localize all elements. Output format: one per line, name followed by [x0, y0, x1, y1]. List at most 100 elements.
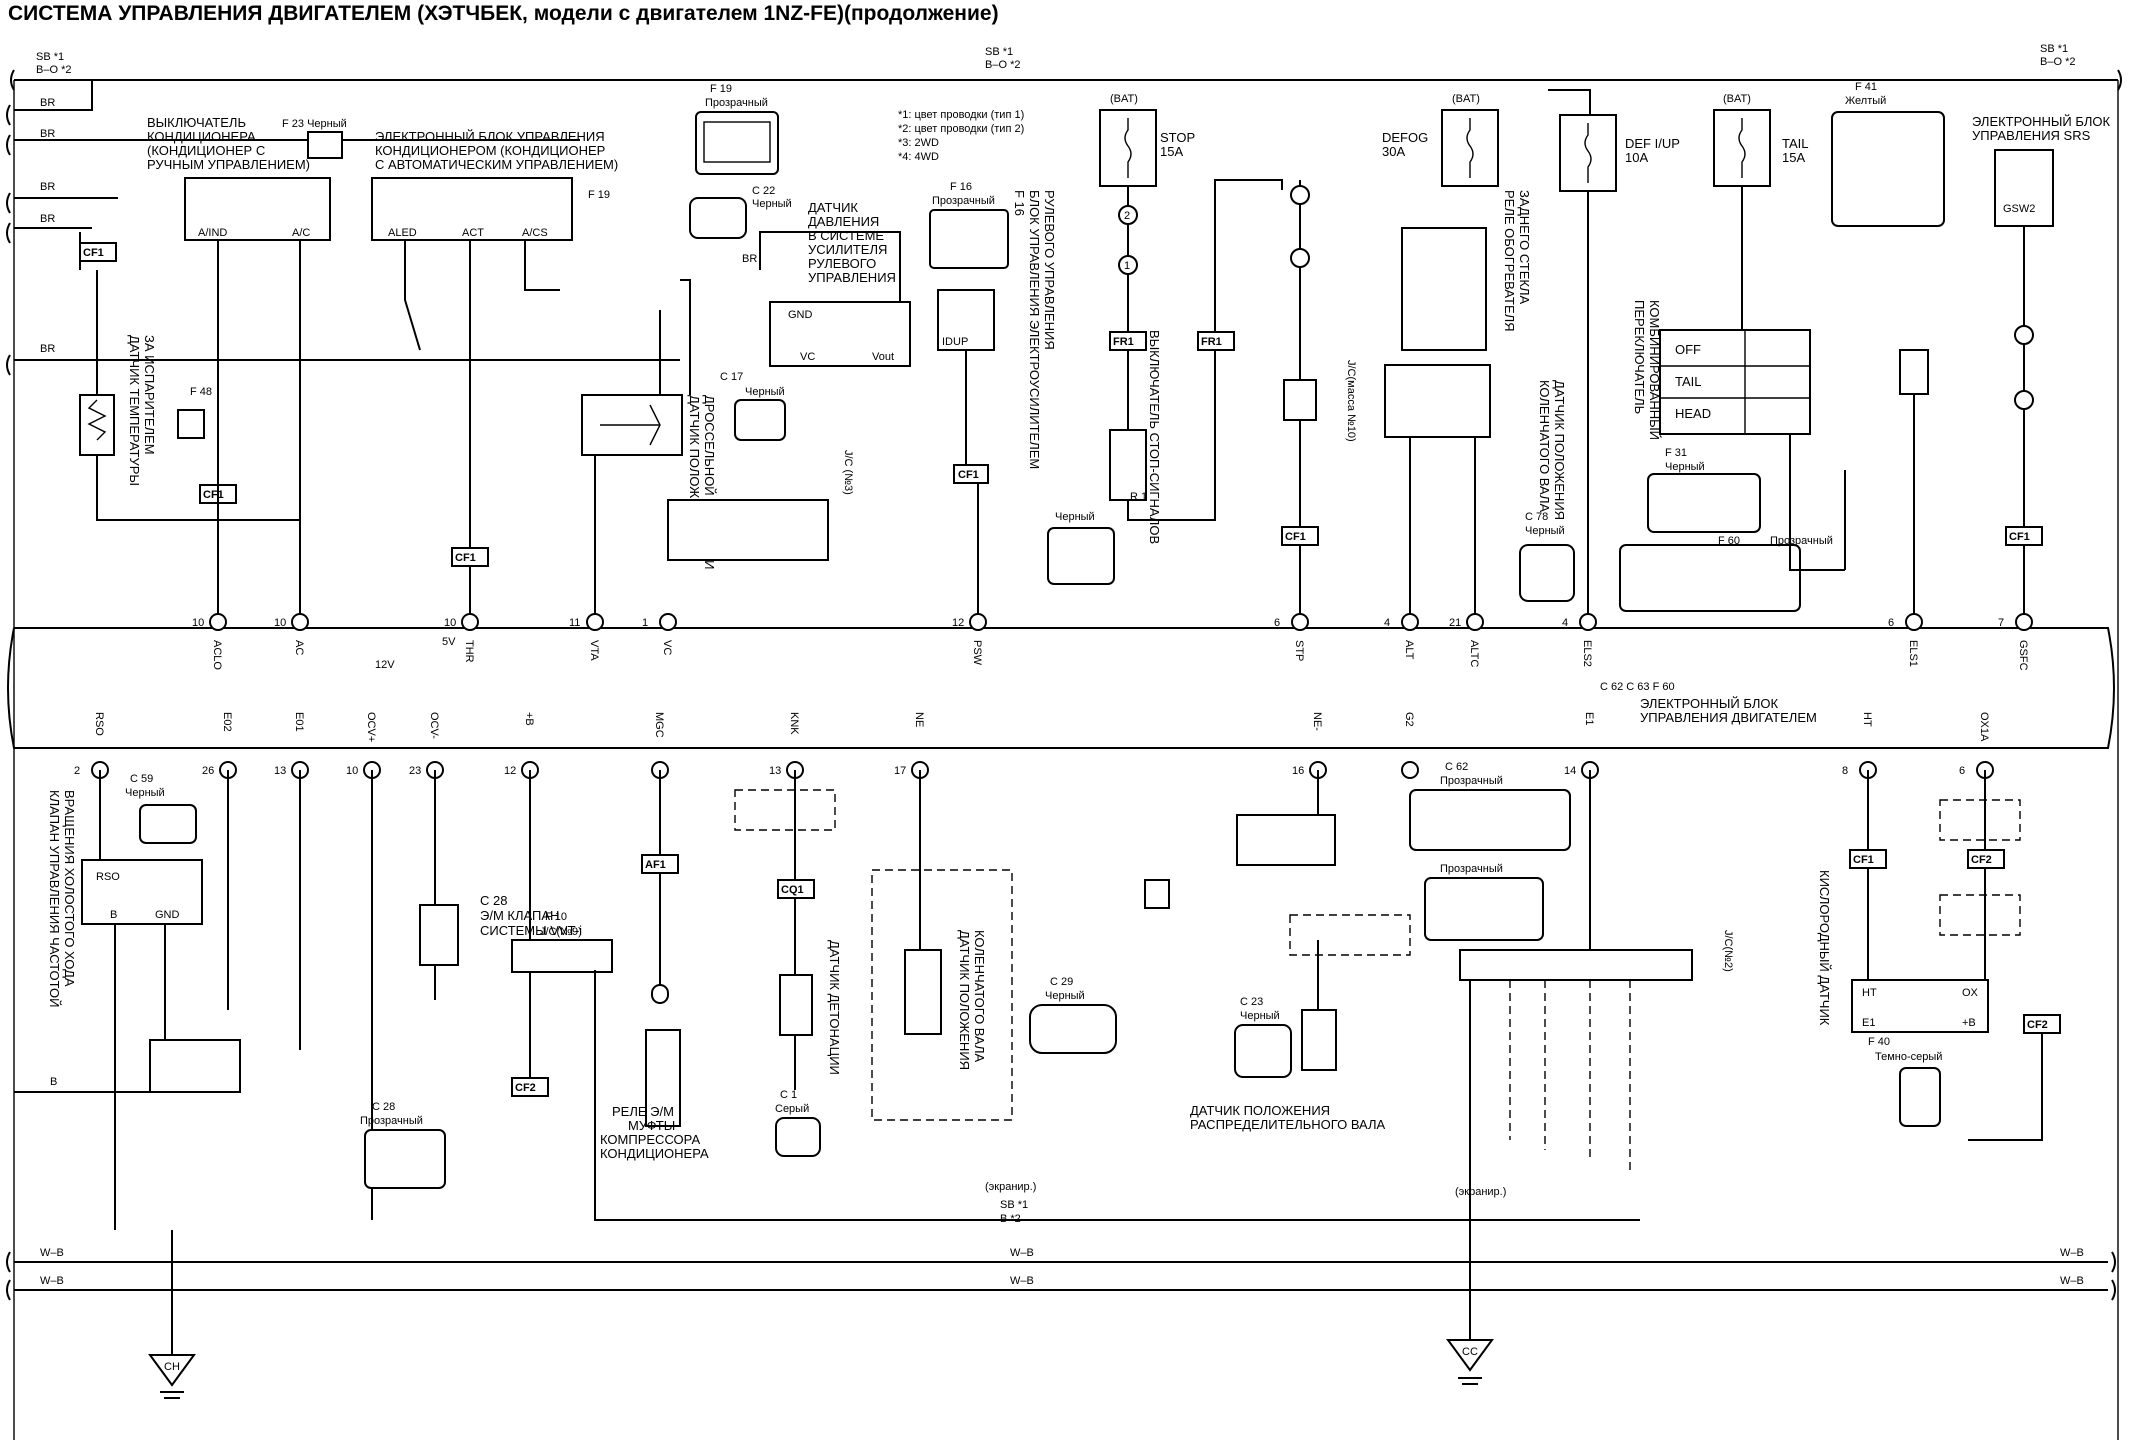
svg-text:HT: HT [1861, 712, 1873, 727]
svg-text:ЭЛЕКТРОННЫЙ БЛОК УПРАВЛЕНИЯ: ЭЛЕКТРОННЫЙ БЛОК УПРАВЛЕНИЯ [375, 129, 605, 144]
svg-text:E01: E01 [293, 712, 305, 732]
svg-text:SB *1: SB *1 [1000, 1199, 1028, 1211]
legend-2: *2: цвет проводки (тип 2) [898, 123, 1024, 135]
svg-text:F 19: F 19 [588, 189, 610, 201]
svg-text:ДАТЧИК ПОЛОЖЕНИЯ: ДАТЧИК ПОЛОЖЕНИЯ [1552, 380, 1567, 520]
svg-text:Черный: Черный [1240, 1010, 1280, 1022]
svg-text:ЗАДНЕГО СТЕКЛА: ЗАДНЕГО СТЕКЛА [1517, 190, 1532, 305]
svg-text:E02: E02 [221, 712, 233, 732]
svg-text:1: 1 [642, 617, 648, 629]
svg-text:BR: BR [40, 343, 55, 355]
svg-text:FR1: FR1 [1201, 336, 1222, 348]
svg-text:GND: GND [155, 909, 180, 921]
svg-text:11: 11 [569, 617, 580, 629]
svg-text:W–B: W–B [40, 1247, 64, 1259]
svg-text:2: 2 [74, 765, 80, 777]
svg-text:ПЕРЕКЛЮЧАТЕЛЬ: ПЕРЕКЛЮЧАТЕЛЬ [1632, 300, 1647, 414]
svg-text:C 1: C 1 [780, 1089, 797, 1101]
tail-combo: (BAT) TAIL 15A OFF TAIL HEAD F 31 Черный… [1619, 93, 1846, 612]
svg-text:Vout: Vout [872, 351, 894, 363]
svg-text:HT: HT [1862, 987, 1877, 999]
svg-text:F 23 Черный: F 23 Черный [282, 118, 347, 130]
svg-text:AF1: AF1 [645, 859, 666, 871]
svg-text:МУФТЫ: МУФТЫ [628, 1118, 675, 1133]
svg-text:УПРАВЛЕНИЯ SRS: УПРАВЛЕНИЯ SRS [1972, 128, 2091, 143]
svg-text:Серый: Серый [775, 1103, 809, 1115]
svg-text:NE: NE [913, 712, 925, 727]
svg-text:РУЧНЫМ УПРАВЛЕНИЕМ): РУЧНЫМ УПРАВЛЕНИЕМ) [147, 157, 310, 172]
svg-text:CH: CH [164, 1361, 180, 1373]
svg-text:+B: +B [1962, 1017, 1976, 1029]
ecu-label-1: ЭЛЕКТРОННЫЙ БЛОК [1640, 696, 1779, 711]
svg-text:15A: 15A [1160, 144, 1183, 159]
vvt: C 28 Э/М КЛАПАН СИСТЕМЫ VVT-i C 28 Прозр… [360, 770, 613, 1220]
stp-column: CF1 J/C(масса №10) [1281, 180, 1357, 615]
svg-text:ELS1: ELS1 [1907, 640, 1919, 667]
svg-text:8: 8 [1842, 765, 1848, 777]
svg-text:E1: E1 [1862, 1017, 1875, 1029]
svg-text:7: 7 [1998, 617, 2004, 629]
svg-text:B: B [50, 1076, 57, 1088]
legend: *1: цвет проводки (тип 1) *2: цвет прово… [898, 109, 1024, 163]
svg-text:C 22: C 22 [752, 185, 775, 197]
svg-text:10: 10 [346, 765, 358, 777]
svg-text:KNK: KNK [788, 712, 800, 735]
svg-text:ДАТЧИК ДЕТОНАЦИИ: ДАТЧИК ДЕТОНАЦИИ [827, 940, 842, 1075]
ground-cc: CC [1446, 1335, 1494, 1385]
ac-ecu: ЭЛЕКТРОННЫЙ БЛОК УПРАВЛЕНИЯ КОНДИЦИОНЕРО… [371, 129, 618, 241]
svg-text:RSO: RSO [93, 712, 105, 736]
svg-text:J/C(№9): J/C(№9) [540, 926, 582, 938]
evap-sensor: CF1 ДАТЧИК ТЕМПЕРАТУРЫ ЗА ИСПАРИТЕЛЕМ F … [79, 232, 300, 521]
svg-text:R 1: R 1 [1130, 491, 1147, 503]
svg-text:ВЫКЛЮЧАТЕЛЬ: ВЫКЛЮЧАТЕЛЬ [147, 115, 246, 130]
svg-text:6: 6 [1274, 617, 1280, 629]
svg-text:W–B: W–B [2060, 1275, 2084, 1287]
svg-text:10: 10 [274, 617, 286, 629]
svg-text:B: B [110, 909, 117, 921]
svg-text:+B: +B [523, 712, 535, 726]
svg-text:6: 6 [1888, 617, 1894, 629]
svg-text:КОМБИНИРОВАННЫЙ: КОМБИНИРОВАННЫЙ [1647, 300, 1662, 440]
svg-text:C 23: C 23 [1240, 996, 1263, 1008]
svg-text:ДАТЧИК ПОЛОЖЕНИЯ: ДАТЧИК ПОЛОЖЕНИЯ [957, 930, 972, 1070]
svg-text:CF2: CF2 [515, 1082, 536, 1094]
svg-text:W–B: W–B [40, 1275, 64, 1287]
svg-text:С АВТОМАТИЧЕСКИМ УПРАВЛЕНИЕМ): С АВТОМАТИЧЕСКИМ УПРАВЛЕНИЕМ) [375, 157, 618, 172]
top-bus: SB *1 B–O *2 SB *1 B–O *2 SB *1 B–O *2 [10, 43, 2122, 91]
svg-text:B–O *2: B–O *2 [985, 59, 1020, 71]
ecu-connectors: C 62 C 63 F 60 [1600, 681, 1675, 693]
svg-text:IDUP: IDUP [942, 336, 968, 348]
svg-text:КОНДИЦИОНЕРОМ (КОНДИЦИОНЕР: КОНДИЦИОНЕРОМ (КОНДИЦИОНЕР [375, 143, 605, 158]
svg-text:ВРАЩЕНИЯ ХОЛОСТОГО ХОДА: ВРАЩЕНИЯ ХОЛОСТОГО ХОДА [62, 790, 77, 987]
svg-text:РЕЛЕ ОБОГРЕВАТЕЛЯ: РЕЛЕ ОБОГРЕВАТЕЛЯ [1502, 190, 1517, 332]
svg-text:15A: 15A [1782, 150, 1805, 165]
svg-text:B–O *2: B–O *2 [36, 64, 71, 76]
svg-text:C 59: C 59 [130, 773, 153, 785]
ecu-pin-bottom-10: G2 [1401, 712, 1419, 779]
svg-text:ACT: ACT [462, 227, 484, 239]
svg-text:14: 14 [1564, 765, 1576, 777]
svg-text:THR: THR [463, 640, 475, 663]
svg-text:CC: CC [1462, 1346, 1478, 1358]
svg-text:Черный: Черный [125, 787, 165, 799]
svg-text:BR: BR [742, 253, 757, 265]
svg-text:23: 23 [409, 765, 421, 777]
svg-text:C 28: C 28 [480, 893, 507, 908]
ecu-pin-bottom-6: MGC [651, 712, 669, 779]
svg-text:TAIL: TAIL [1782, 136, 1809, 151]
svg-text:VC: VC [800, 351, 815, 363]
svg-text:(экранир.): (экранир.) [985, 1181, 1036, 1193]
svg-text:РЕЛЕ Э/М: РЕЛЕ Э/М [612, 1104, 674, 1119]
c62-c63: C 62 Прозрачный Прозрачный [1409, 761, 1571, 941]
crank-cam: ДАТЧИК ПОЛОЖЕНИЯ КОЛЕНЧАТОГО ВАЛА C 29 Ч… [871, 770, 1411, 1132]
ps-ecu: F 16 Прозрачный IDUP F 16 БЛОК УПРАВЛЕНИ… [929, 181, 1057, 615]
svg-text:ALT: ALT [1403, 640, 1415, 660]
frame [13, 80, 2119, 1440]
svg-text:ALTC: ALTC [1468, 640, 1480, 667]
